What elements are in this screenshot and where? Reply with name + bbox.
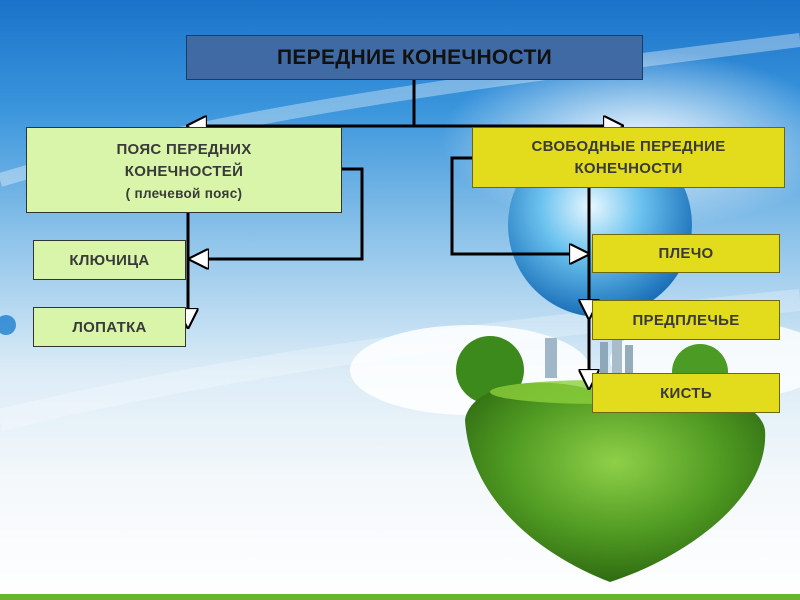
- free-limbs-label-line1: СВОБОДНЫЕ ПЕРЕДНИЕ: [531, 137, 726, 155]
- girdle-box: ПОЯС ПЕРЕДНИХ КОНЕЧНОСТЕЙ ( плечевой поя…: [26, 127, 342, 213]
- clavicle-label: КЛЮЧИЦА: [69, 251, 150, 269]
- free-limbs-box: СВОБОДНЫЕ ПЕРЕДНИЕ КОНЕЧНОСТИ: [472, 127, 785, 188]
- girdle-label-line3: ( плечевой пояс): [125, 186, 243, 201]
- clavicle-box: КЛЮЧИЦА: [33, 240, 186, 280]
- girdle-label-line2: КОНЕЧНОСТЕЙ: [124, 163, 244, 180]
- girdle-label-line1: ПОЯС ПЕРЕДНИХ: [116, 141, 252, 158]
- upper-arm-label: ПЛЕЧО: [658, 245, 714, 262]
- scapula-box: ЛОПАТКА: [33, 307, 186, 347]
- forearm-box: ПРЕДПЛЕЧЬЕ: [592, 300, 780, 340]
- diagram-title: ПЕРЕДНИЕ КОНЕЧНОСТИ: [276, 45, 553, 69]
- upper-arm-box: ПЛЕЧО: [592, 234, 780, 273]
- free-limbs-label-line2: КОНЕЧНОСТИ: [574, 159, 683, 177]
- hand-label: КИСТЬ: [660, 384, 712, 402]
- forearm-label: ПРЕДПЛЕЧЬЕ: [632, 311, 740, 329]
- bottom-accent-bar: [0, 594, 800, 600]
- scapula-label: ЛОПАТКА: [72, 318, 147, 336]
- heart-bush-image: [465, 382, 766, 582]
- diagram-title-box: ПЕРЕДНИЕ КОНЕЧНОСТИ: [186, 35, 643, 80]
- hand-box: КИСТЬ: [592, 373, 780, 413]
